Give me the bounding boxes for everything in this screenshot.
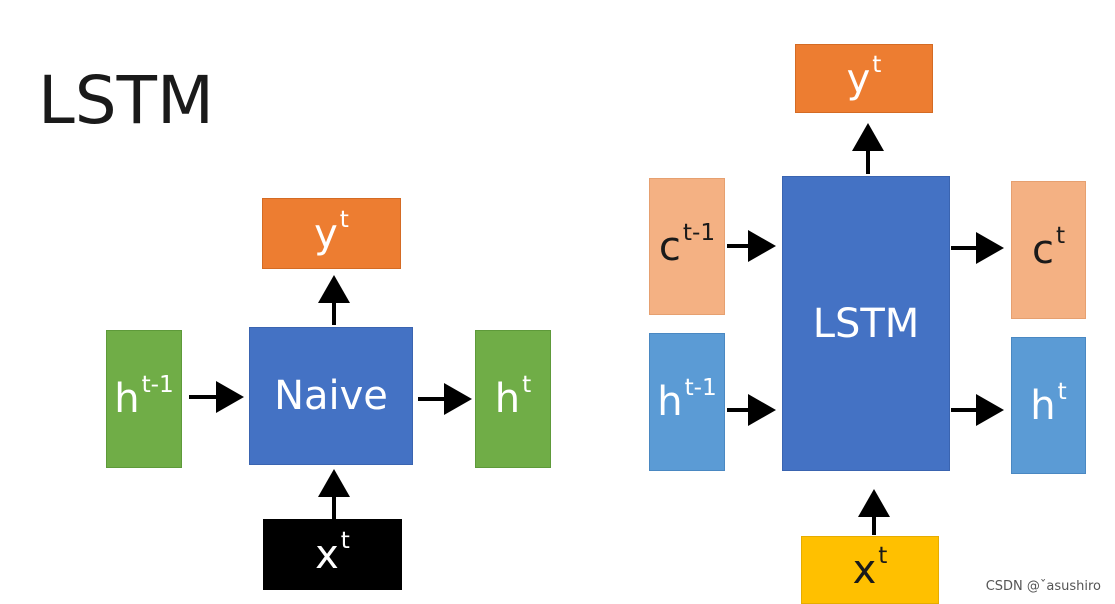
lstm-c-prev-base: c bbox=[658, 223, 681, 270]
lstm-h-prev-sup: t-1 bbox=[684, 374, 717, 402]
naive-x-sup: t bbox=[340, 526, 350, 554]
lstm-x-sup: t bbox=[878, 542, 888, 570]
naive-h-out-base: h bbox=[494, 376, 521, 422]
naive-h-prev-base: h bbox=[114, 376, 140, 422]
lstm-cell-box: LSTM bbox=[782, 176, 950, 471]
lstm-x-base: x bbox=[852, 547, 877, 593]
naive-y-sup: t bbox=[339, 205, 349, 233]
naive-h-prev-sup: t-1 bbox=[141, 371, 174, 399]
lstm-c-out-base: c bbox=[1031, 227, 1054, 273]
lstm-h-out-base: h bbox=[1030, 382, 1056, 429]
lstm-y-sup: t bbox=[872, 50, 882, 78]
lstm-h-out-sup: t bbox=[1057, 377, 1067, 405]
lstm-cell-label: LSTM bbox=[812, 300, 920, 347]
lstm-y-base: y bbox=[846, 55, 871, 102]
watermark-text: CSDN @ˇasushiro bbox=[985, 579, 1101, 594]
lstm-c-out-sup: t bbox=[1055, 222, 1066, 250]
page-title: LSTM bbox=[38, 62, 214, 139]
naive-y-base: y bbox=[314, 210, 338, 257]
naive-h-out-sup: t bbox=[522, 371, 532, 399]
lstm-h-prev-base: h bbox=[657, 379, 683, 425]
naive-cell-box: Naive bbox=[249, 327, 413, 465]
naive-cell-label: Naive bbox=[274, 373, 388, 419]
lstm-c-prev-sup: t-1 bbox=[682, 218, 716, 246]
naive-x-base: x bbox=[315, 531, 339, 578]
